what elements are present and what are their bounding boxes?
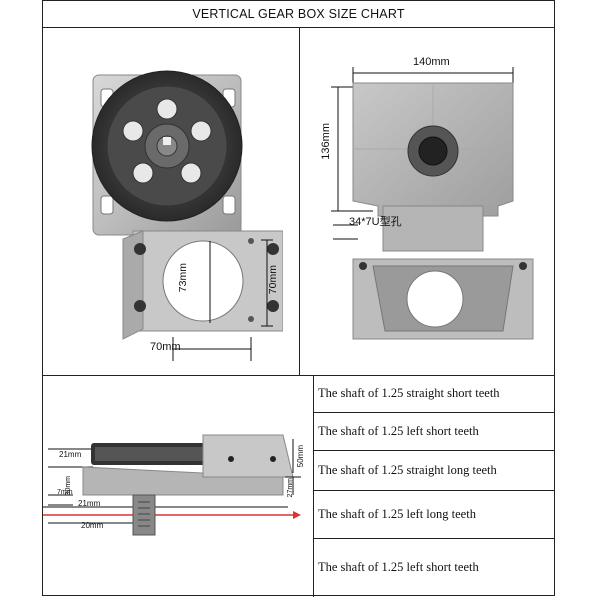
horizontal-divider	[43, 375, 554, 376]
shaft-option-row: The shaft of 1.25 left long teeth	[314, 491, 554, 539]
vertical-divider	[299, 28, 300, 375]
size-chart-sheet: VERTICAL GEAR BOX SIZE CHART	[42, 0, 555, 597]
chart-title: VERTICAL GEAR BOX SIZE CHART	[43, 1, 554, 28]
gearbox-back-photo	[331, 67, 534, 340]
dim-21mm-top-label: 21mm	[59, 450, 82, 459]
dim-27mm-label: 27mm	[287, 478, 294, 498]
gearbox-front-photo	[91, 70, 283, 361]
shaft-option-row: The shaft of 1.25 straight long teeth	[314, 451, 554, 491]
shaft-option-label: The shaft of 1.25 straight short teeth	[318, 386, 500, 400]
diameter-dim-label: 73mm	[177, 263, 189, 293]
shaft-option-label: The shaft of 1.25 left short teeth	[318, 559, 479, 574]
dim-50mm-label: 50mm	[296, 445, 305, 468]
height-dim-label: 70mm	[267, 265, 279, 295]
shaft-options-table: The shaft of 1.25 straight short teeth T…	[313, 375, 554, 597]
shaft-option-label: The shaft of 1.25 left long teeth	[318, 507, 476, 521]
shaft-option-row: The shaft of 1.25 left short teeth	[314, 539, 554, 595]
shaft-option-label: The shaft of 1.25 straight long teeth	[318, 463, 497, 477]
dim-20mm-label: 20mm	[81, 521, 104, 530]
gearbox-side-photo	[43, 434, 301, 536]
u-hole-label: 34*7U型孔	[349, 216, 402, 228]
shaft-option-label: The shaft of 1.25 left short teeth	[318, 424, 479, 438]
back-width-dim-label: 140mm	[413, 56, 450, 68]
width-dim-label: 70mm	[150, 341, 181, 353]
back-height-dim-label: 136mm	[320, 123, 332, 160]
dim-7mm-label: 7mm	[57, 489, 73, 496]
height-dim-line	[261, 239, 273, 327]
shaft-option-row: The shaft of 1.25 left short teeth	[314, 413, 554, 451]
dim-21mm-mid-label: 21mm	[78, 499, 101, 508]
shaft-option-row: The shaft of 1.25 straight short teeth	[314, 375, 554, 413]
